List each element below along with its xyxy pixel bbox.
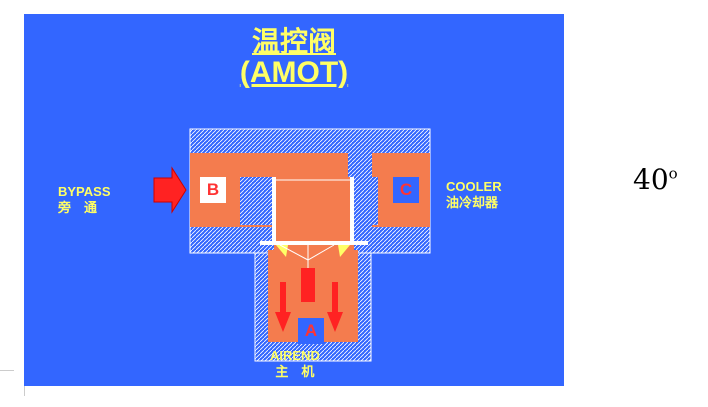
thermostatic-element [301, 268, 315, 302]
partition-right [354, 177, 378, 225]
airend-flow-arrow-left [275, 282, 291, 332]
divider-tick [24, 386, 25, 396]
airend-flow-arrow-right [327, 282, 343, 332]
airend-label-cn: 主 机 [275, 364, 315, 379]
valve-sleeve-right [350, 177, 354, 244]
partition-left [240, 177, 274, 225]
bypass-label-en: BYPASS [58, 184, 111, 199]
valve-seat-plate [260, 241, 368, 245]
title-amot: (AMOT) [239, 56, 349, 89]
bypass-label: BYPASS 旁 通 [58, 184, 111, 216]
angle-unit: o [668, 164, 678, 183]
airend-label: AIREND 主 机 [270, 348, 320, 380]
port-c-badge: C [393, 177, 419, 203]
thermostatic-valve-diagram [153, 128, 431, 362]
angle-value: 40 [633, 163, 669, 196]
bypass-label-cn: 旁 通 [58, 200, 98, 215]
cooler-label-cn: 油冷却器 [446, 195, 499, 210]
bypass-inflow-arrow [153, 166, 187, 214]
angle-readout: 40o [633, 163, 678, 196]
port-b-badge: B [200, 177, 226, 203]
valve-sleeve-left [272, 177, 276, 244]
title-chinese: 温控阀 [251, 25, 336, 58]
airend-label-en: AIREND [270, 348, 320, 363]
seal-right [338, 245, 350, 257]
port-a-badge: A [298, 318, 324, 344]
divider-line [0, 370, 14, 371]
cooler-label-en: COOLER [446, 179, 502, 194]
cooler-label: COOLER 油冷却器 [446, 179, 502, 211]
